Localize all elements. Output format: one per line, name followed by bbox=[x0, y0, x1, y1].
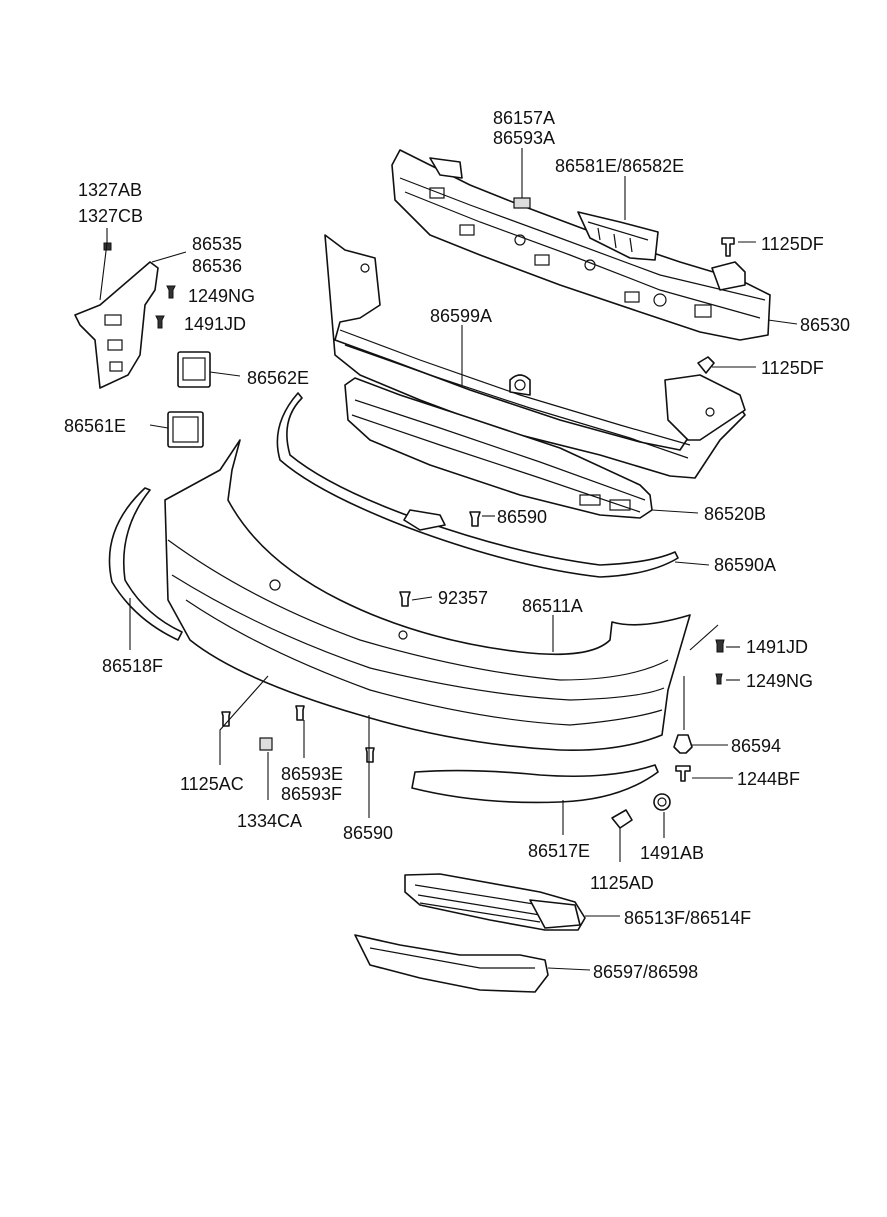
label-1244BF: 1244BF bbox=[737, 769, 801, 789]
label-86157A: 86157A bbox=[493, 108, 556, 128]
label-1125DF-mid: 1125DF bbox=[761, 358, 824, 378]
label-86597-86598: 86597/86598 bbox=[593, 962, 699, 982]
label-1249NG-top: 1249NG bbox=[188, 286, 256, 306]
label-86518F: 86518F bbox=[102, 656, 164, 676]
bumper-cover-86511A bbox=[164, 439, 691, 752]
label-86593A: 86593A bbox=[493, 128, 556, 148]
label-86530: 86530 bbox=[800, 315, 851, 335]
label-1327CB: 1327CB bbox=[78, 206, 144, 226]
label-1125AD: 1125AD bbox=[590, 873, 654, 893]
clip-86157A bbox=[513, 197, 531, 209]
label-86520B: 86520B bbox=[704, 504, 767, 524]
label-86511A: 86511A bbox=[522, 596, 583, 616]
strip-86590A bbox=[276, 392, 679, 578]
label-86593E: 86593E bbox=[281, 764, 344, 784]
label-92357: 92357 bbox=[438, 588, 489, 608]
label-86517E: 86517E bbox=[528, 841, 591, 861]
plate-86562E bbox=[177, 351, 211, 388]
label-86590-top: 86590 bbox=[497, 507, 548, 527]
label-86593F: 86593F bbox=[281, 784, 343, 804]
label-86594: 86594 bbox=[731, 736, 782, 756]
rail-86599A bbox=[324, 234, 746, 479]
plate-86561E bbox=[167, 411, 204, 448]
label-86590A: 86590A bbox=[714, 555, 777, 575]
label-1491JD-top: 1491JD bbox=[184, 314, 247, 334]
label-86599A: 86599A bbox=[430, 306, 493, 326]
label-86535: 86535 bbox=[192, 234, 243, 254]
absorber-86520B bbox=[344, 377, 653, 519]
moulding-86517E bbox=[411, 764, 659, 804]
leader-lines bbox=[99, 148, 798, 971]
bracket-86535 bbox=[74, 261, 159, 389]
label-1491JD-right: 1491JD bbox=[746, 637, 809, 657]
grille-86513F bbox=[404, 873, 586, 931]
label-86536: 86536 bbox=[192, 256, 243, 276]
moulding-86518F bbox=[108, 487, 183, 641]
label-1125AC: 1125AC bbox=[180, 774, 244, 794]
label-1125DF-top: 1125DF bbox=[761, 234, 824, 254]
label-1249NG-right: 1249NG bbox=[746, 671, 814, 691]
cover-86597 bbox=[354, 934, 549, 993]
label-86562E: 86562E bbox=[247, 368, 310, 388]
label-1334CA: 1334CA bbox=[237, 811, 303, 831]
label-86581E-86582E: 86581E/86582E bbox=[555, 156, 685, 176]
label-86561E: 86561E bbox=[64, 416, 127, 436]
label-1491AB: 1491AB bbox=[640, 843, 705, 863]
bracket-86581E bbox=[577, 211, 659, 261]
label-86590-bottom: 86590 bbox=[343, 823, 394, 843]
fasteners bbox=[103, 237, 735, 829]
label-1327AB: 1327AB bbox=[78, 180, 143, 200]
label-86513F-86514F: 86513F/86514F bbox=[624, 908, 752, 928]
bumper-beam-86530 bbox=[391, 149, 771, 341]
